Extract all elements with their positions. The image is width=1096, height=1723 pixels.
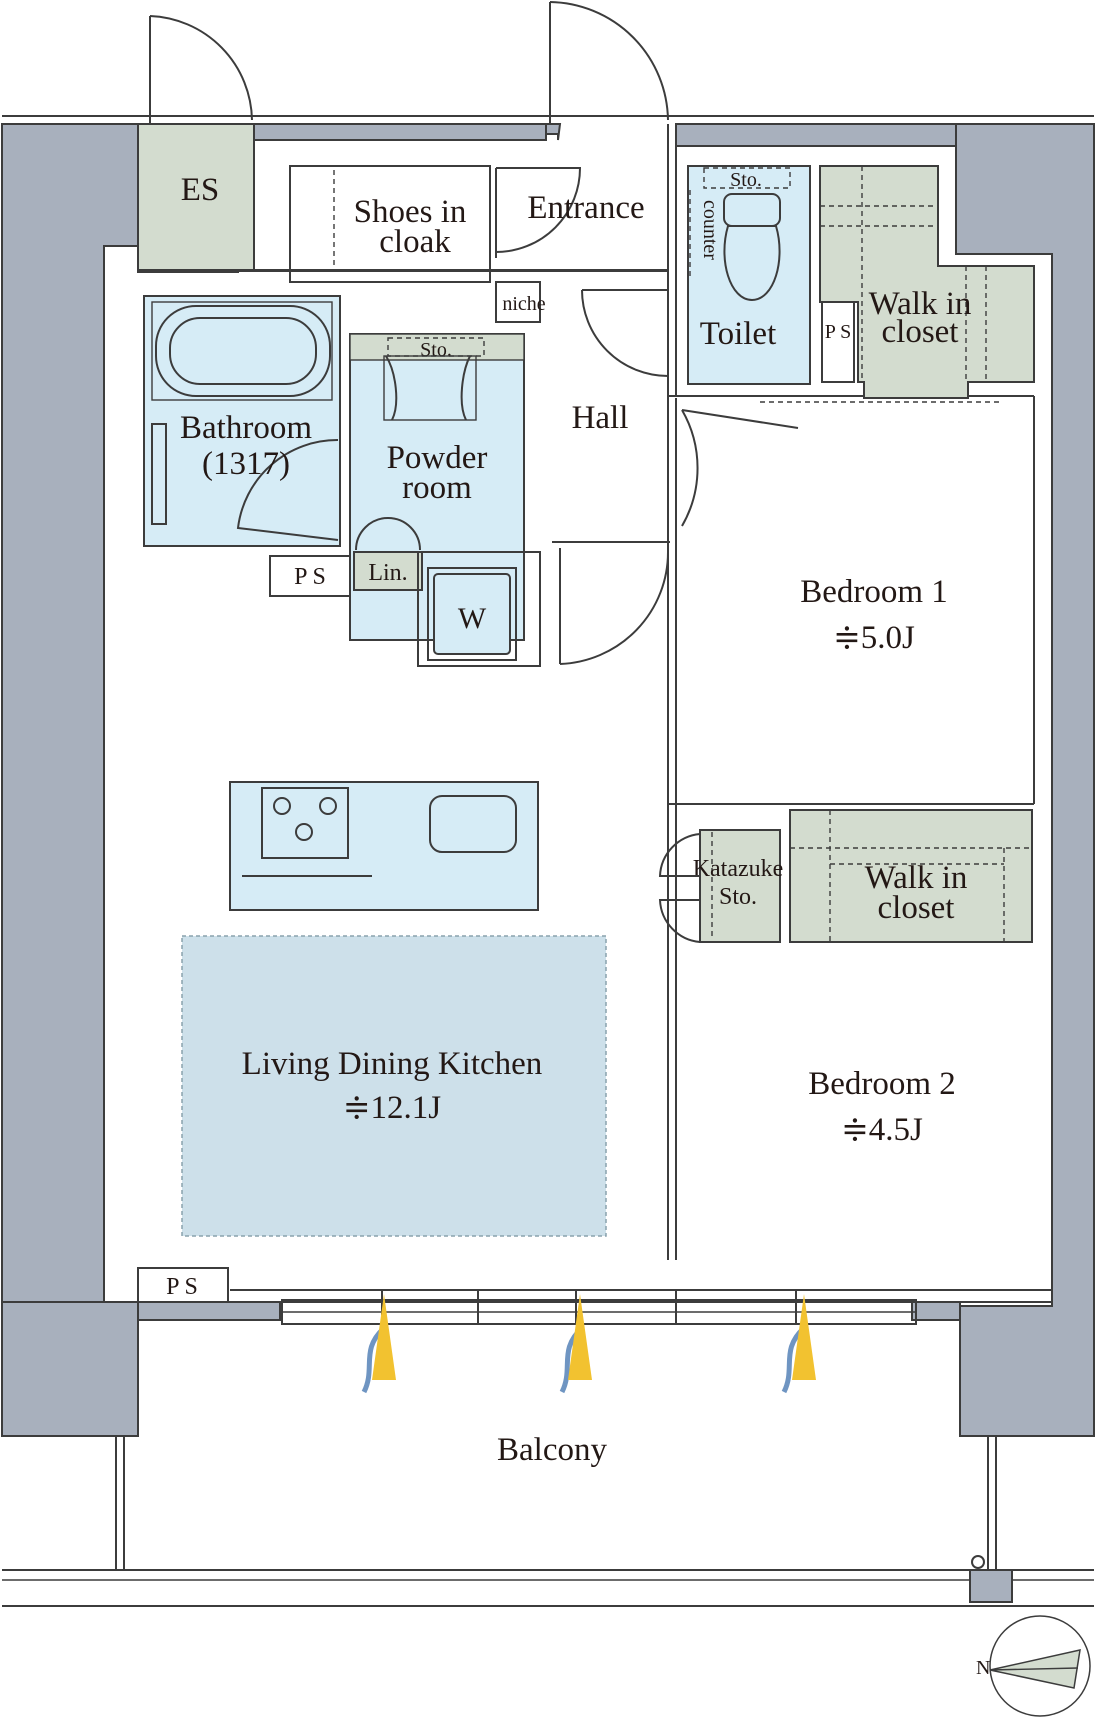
bedroom1-size: ≑5.0J [833, 620, 915, 656]
floor-heating-icons [361, 1294, 816, 1394]
counter-label: counter [699, 200, 721, 260]
washer-label: W [458, 602, 487, 635]
bathroom-label-2: (1317) [202, 446, 290, 482]
toilet-fixture [723, 193, 781, 302]
entrance-door[interactable] [549, 1, 669, 124]
powder-room-label: Powder [387, 440, 488, 476]
kitchen-counter [229, 781, 539, 911]
outer-walls [1, 123, 1095, 1437]
hall-label: Hall [572, 400, 629, 436]
katazuke-label: Katazuke [693, 856, 784, 882]
balcony-label: Balcony [497, 1432, 607, 1468]
bedroom1-door[interactable] [681, 409, 799, 527]
ldk-size: ≑12.1J [343, 1090, 441, 1126]
linen-door[interactable] [355, 516, 421, 551]
bathroom [143, 295, 341, 547]
toilet-room [687, 165, 811, 385]
powder-storage-label: Sto. [420, 339, 452, 361]
shoes-cloak [289, 165, 491, 283]
walkin-closet-2-label: Walk in [865, 860, 968, 896]
hall-door-ldk[interactable] [552, 541, 670, 665]
bedroom-1: Bedroom 1 ≑5.0J [800, 574, 948, 656]
katazuke-storage [699, 829, 781, 943]
bedroom1-label: Bedroom 1 [800, 574, 948, 610]
balcony-post [969, 1569, 1013, 1603]
bedroom2-size: ≑4.5J [841, 1112, 923, 1148]
walkin-closet-2-label-2: closet [878, 890, 955, 926]
ldk-label: Living Dining Kitchen [242, 1046, 543, 1082]
ldk-area [181, 935, 607, 1237]
toilet-label: Toilet [700, 316, 777, 352]
ps-ldk [137, 1267, 229, 1303]
shoes-cloak-label-2: cloak [379, 224, 451, 260]
shoes-cloak-label: Shoes in [354, 194, 467, 230]
bathtub [155, 305, 331, 397]
ps-toilet-label: P S [825, 321, 852, 343]
ps-ldk-label: P S [166, 1274, 198, 1300]
walkin-closet-1-label: Walk in [869, 286, 972, 322]
es-label: ES [181, 172, 220, 208]
compass-north-icon: N [976, 1657, 990, 1679]
bathroom-label: Bathroom [180, 410, 312, 446]
compass: N [976, 1615, 1091, 1717]
walkin-closet-1-label-2: closet [882, 314, 959, 350]
walkin-closet-1 [819, 165, 1035, 399]
linen-storage [353, 551, 423, 591]
balcony-windows[interactable] [281, 1290, 917, 1325]
katazuke-label-2: Sto. [719, 884, 757, 910]
powder-room-label-2: room [402, 470, 472, 506]
toilet-storage-label: Sto. [730, 169, 762, 191]
es-door[interactable] [149, 15, 253, 124]
linen-label: Lin. [368, 560, 407, 586]
bedroom-2: Bedroom 2 ≑4.5J [808, 1066, 956, 1148]
ps-bath-label: P S [294, 564, 326, 590]
bathroom-door[interactable] [236, 438, 339, 541]
bedroom2-label: Bedroom 2 [808, 1066, 956, 1102]
kitchen-sink [429, 795, 517, 853]
stove [261, 787, 349, 859]
shoes-cloak-door[interactable] [495, 167, 582, 258]
katazuke-door[interactable] [658, 833, 701, 943]
washer [433, 573, 511, 655]
niche-label: niche [502, 293, 545, 315]
es-shaft [137, 123, 255, 271]
toilet-door[interactable] [581, 289, 669, 377]
entrance-label: Entrance [527, 190, 644, 226]
